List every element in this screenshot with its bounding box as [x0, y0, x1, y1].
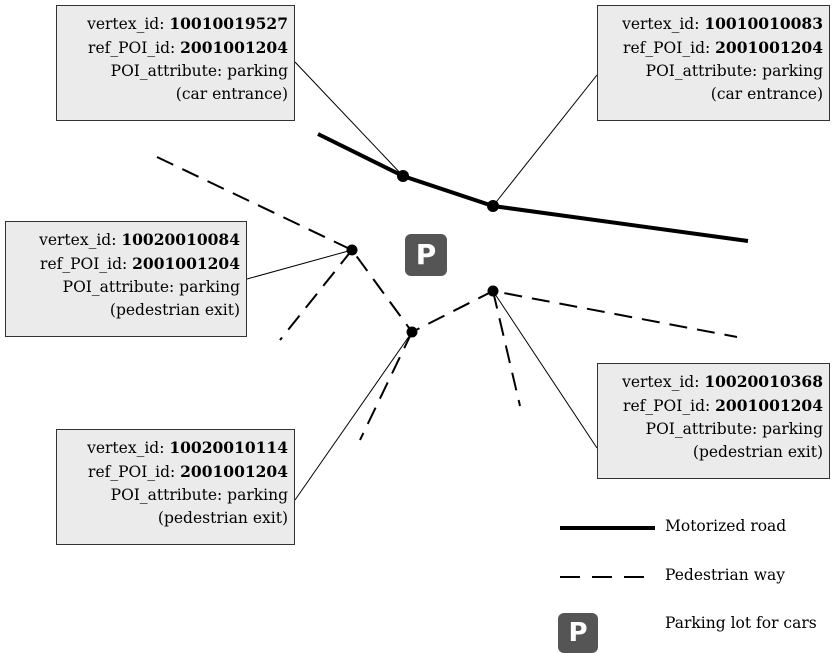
vertex-point: [487, 285, 499, 297]
vertex-line: vertex_id: 10010010083: [622, 14, 823, 33]
callout-box: vertex_id: 10020010084 ref_POI_id: 20010…: [5, 221, 247, 337]
pedestrian-way-west: [279, 249, 353, 341]
attr-line: POI_attribute: parking: [645, 420, 823, 438]
leader-line: [492, 290, 598, 449]
vertex-line: vertex_id: 10010019527: [87, 14, 288, 33]
legend-parking-label: Parking lot for cars: [665, 614, 817, 632]
leader-line: [294, 61, 404, 177]
sub-line: (pedestrian exit): [692, 443, 823, 461]
vertex-line: vertex_id: 10020010368: [622, 372, 823, 391]
vertex-point: [397, 170, 409, 182]
vertex-line: vertex_id: 10020010114: [87, 438, 288, 457]
leader-line: [246, 249, 353, 280]
callout-box: vertex_id: 10020010114 ref_POI_id: 20010…: [56, 429, 295, 545]
callout-box: vertex_id: 10020010368 ref_POI_id: 20010…: [597, 363, 830, 479]
callout-box: vertex_id: 10010019527 ref_POI_id: 20010…: [56, 5, 295, 121]
sub-line: (car entrance): [710, 85, 823, 103]
pedestrian-way-southeast: [492, 290, 521, 407]
vertex-point: [487, 200, 499, 212]
pedestrian-way-south: [359, 331, 413, 441]
vertex-point: [406, 326, 418, 338]
leader-line: [492, 74, 598, 207]
ref-line: ref_POI_id: 2001001204: [623, 38, 823, 57]
motorized-road: [317, 132, 749, 243]
vertex-point: [346, 244, 358, 256]
ref-line: ref_POI_id: 2001001204: [40, 254, 240, 273]
attr-line: POI_attribute: parking: [62, 278, 240, 296]
sub-line: (car entrance): [175, 85, 288, 103]
attr-line: POI_attribute: parking: [645, 62, 823, 80]
attr-line: POI_attribute: parking: [110, 62, 288, 80]
attr-line: POI_attribute: parking: [110, 486, 288, 504]
legend-parking-icon: P: [558, 613, 598, 653]
sub-line: (pedestrian exit): [157, 509, 288, 527]
parking-icon: P: [405, 234, 447, 276]
ref-line: ref_POI_id: 2001001204: [88, 38, 288, 57]
ref-line: ref_POI_id: 2001001204: [88, 462, 288, 481]
leader-line: [294, 331, 413, 501]
legend-road-label: Motorized road: [665, 517, 787, 535]
callout-box: vertex_id: 10010010083 ref_POI_id: 20010…: [597, 5, 830, 121]
ref-line: ref_POI_id: 2001001204: [623, 396, 823, 415]
sub-line: (pedestrian exit): [109, 301, 240, 319]
vertex-line: vertex_id: 10020010084: [39, 230, 240, 249]
legend-pedestrian-label: Pedestrian way: [665, 566, 785, 584]
